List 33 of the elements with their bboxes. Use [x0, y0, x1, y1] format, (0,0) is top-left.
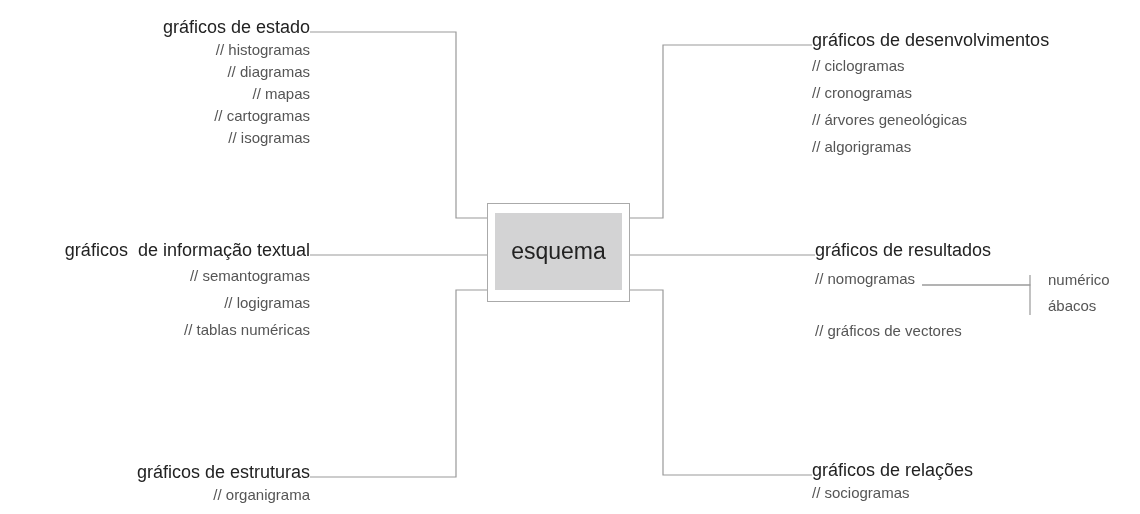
connector-line — [629, 44, 813, 219]
list-item: // ciclogramas — [812, 56, 906, 76]
list-item: numérico — [1030, 269, 1110, 291]
category-heading: gráficos de estado — [162, 16, 310, 39]
list-item: // diagramas — [226, 62, 310, 82]
list-item: ábacos — [1030, 295, 1097, 317]
list-item: // semantogramas — [188, 266, 310, 286]
list-item: // sociogramas — [812, 483, 911, 503]
list-item: // isogramas — [227, 128, 310, 148]
list-item: // cartogramas — [213, 106, 310, 126]
connector-line — [629, 289, 813, 476]
list-item: // gráficos de vectores — [815, 321, 962, 341]
list-item: // árvores geneológicas — [812, 110, 969, 130]
category-heading: gráficos de desenvolvimentos — [812, 29, 1050, 52]
list-item: // nomogramas — [815, 268, 923, 290]
list-item: // cronogramas — [812, 83, 914, 103]
list-item: // tablas numéricas — [183, 320, 310, 340]
connector-line — [921, 284, 1031, 316]
connector-line — [629, 254, 816, 256]
connector-line — [309, 31, 488, 219]
concept-box — [487, 203, 630, 302]
category-heading: gráficos de estruturas — [136, 461, 310, 484]
connector-line — [309, 289, 488, 478]
list-item: // algorigramas — [812, 137, 913, 157]
category-heading: gráficos de resultados — [815, 239, 992, 262]
list-item: // mapas — [251, 84, 310, 104]
category-heading: gráficos de relações — [812, 459, 974, 482]
concept-label: esquema — [495, 213, 622, 290]
list-item: // histogramas — [214, 40, 310, 60]
list-item: // logigramas — [223, 293, 310, 313]
connector-line — [309, 254, 488, 256]
category-heading: gráficos de informação textual — [64, 239, 310, 262]
list-item: // organigrama — [212, 485, 310, 505]
